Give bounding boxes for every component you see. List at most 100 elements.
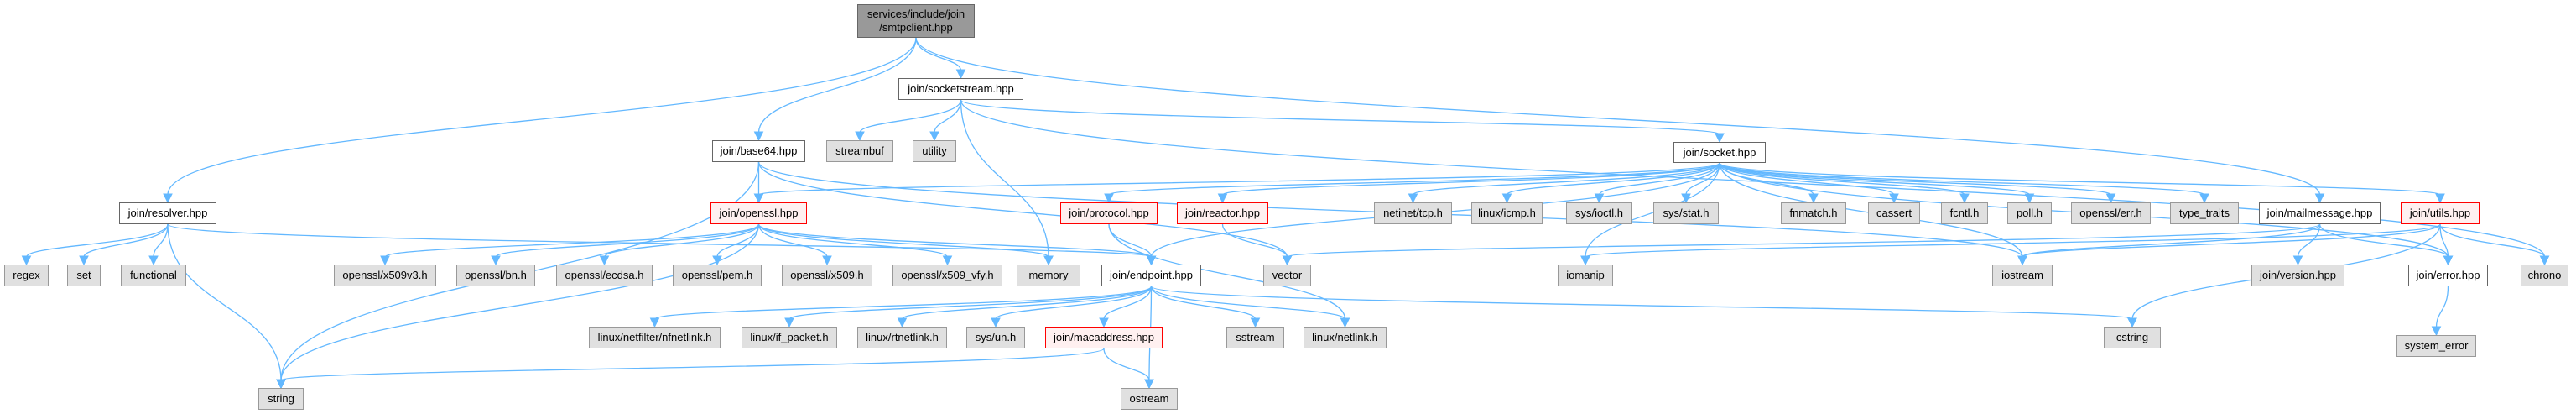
node-functional: functional bbox=[121, 265, 186, 286]
node-smtpclient-hpp[interactable]: services/include/join /smtpclient.hpp bbox=[857, 4, 975, 38]
node-sys-un-h: sys/un.h bbox=[966, 327, 1025, 348]
node-cassert: cassert bbox=[1868, 202, 1920, 224]
node-fnmatch-h: fnmatch.h bbox=[1781, 202, 1846, 224]
node-socketstream-hpp[interactable]: join/socketstream.hpp bbox=[898, 78, 1023, 100]
arrowhead-socket-to-sslerr bbox=[2105, 193, 2116, 204]
arrowhead-endpoint-to-rtnetlink bbox=[897, 317, 908, 328]
node-linux-netfilter-nfnetlink-h: linux/netfilter/nfnetlink.h bbox=[589, 327, 721, 348]
node-iostream: iostream bbox=[1992, 265, 2053, 286]
arrowhead-utils-to-chrono bbox=[2539, 255, 2550, 266]
edge-smtpclient-to-mailmessage bbox=[915, 37, 2321, 196]
arrowhead-socket-to-fnmatch bbox=[1808, 193, 1819, 204]
arrowhead-socket-to-reactor bbox=[1217, 193, 1228, 204]
edge-endpoint-to-nfnetlink bbox=[653, 286, 1153, 320]
node-string: string bbox=[258, 388, 304, 410]
node-macaddress-hpp[interactable]: join/macaddress.hpp bbox=[1045, 327, 1163, 348]
node-mailmessage-hpp[interactable]: join/mailmessage.hpp bbox=[2259, 202, 2381, 224]
edge-mailmessage-to-iostream bbox=[2022, 223, 2321, 258]
edge-resolver-to-set bbox=[83, 223, 169, 258]
arrowhead-error-to-system_error bbox=[2431, 326, 2442, 337]
node-memory: memory bbox=[1017, 265, 1080, 286]
arrowhead-socket-to-tcp bbox=[1408, 193, 1418, 204]
edge-utils-to-error bbox=[2439, 223, 2449, 258]
edge-openssl-to-string bbox=[280, 223, 760, 381]
arrowhead-macaddress-to-string bbox=[276, 379, 286, 390]
arrowhead-utils-to-cstring bbox=[2127, 317, 2137, 328]
edge-utils-to-chrono bbox=[2439, 223, 2546, 258]
edge-endpoint-to-sys_un bbox=[995, 286, 1153, 320]
edge-mailmessage-to-vector bbox=[1286, 223, 2321, 258]
node-openssl-x509-vfy-h: openssl/x509_vfy.h bbox=[892, 265, 1002, 286]
edge-socketstream-to-memory bbox=[960, 99, 1049, 258]
node-socket-hpp[interactable]: join/socket.hpp bbox=[1673, 142, 1766, 163]
node-regex: regex bbox=[4, 265, 49, 286]
node-linux-rtnetlink-h: linux/rtnetlink.h bbox=[857, 327, 947, 348]
arrowhead-utils-to-error bbox=[2443, 255, 2454, 266]
arrowhead-macaddress-to-ostream bbox=[1144, 379, 1154, 390]
node-vector: vector bbox=[1263, 265, 1311, 286]
node-resolver-hpp[interactable]: join/resolver.hpp bbox=[119, 202, 216, 224]
arrowhead-openssl-to-memory bbox=[1043, 255, 1054, 266]
edge-smtpclient-to-socketstream bbox=[915, 37, 962, 71]
edge-socket-to-poll bbox=[1719, 162, 2031, 196]
node-base64-hpp[interactable]: join/base64.hpp bbox=[712, 140, 805, 162]
edge-endpoint-to-if_packet bbox=[788, 286, 1153, 320]
node-openssl-hpp[interactable]: join/openssl.hpp bbox=[710, 202, 807, 224]
edge-socket-to-type_traits bbox=[1719, 162, 2205, 196]
edge-openssl-to-endpoint bbox=[757, 223, 1153, 258]
node-openssl-x509-h: openssl/x509.h bbox=[782, 265, 872, 286]
arrowhead-socket-to-poll bbox=[2024, 193, 2035, 204]
edge-socket-to-openssl bbox=[757, 162, 1720, 196]
node-endpoint-hpp[interactable]: join/endpoint.hpp bbox=[1101, 265, 1201, 286]
node-protocol-hpp[interactable]: join/protocol.hpp bbox=[1060, 202, 1158, 224]
arrowhead-resolver-to-regex bbox=[21, 255, 32, 266]
node-type-traits: type_traits bbox=[2170, 202, 2239, 224]
node-openssl-bn-h: openssl/bn.h bbox=[456, 265, 535, 286]
edge-reactor-to-vector bbox=[1221, 223, 1288, 258]
edge-openssl-to-memory bbox=[757, 223, 1049, 258]
node-cstring: cstring bbox=[2104, 327, 2161, 348]
edge-openssl-to-x509 bbox=[757, 223, 828, 258]
node-openssl-pem-h: openssl/pem.h bbox=[673, 265, 762, 286]
node-error-hpp[interactable]: join/error.hpp bbox=[2408, 265, 2488, 286]
edge-socketstream-to-streambuf bbox=[859, 99, 962, 134]
node-iomanip: iomanip bbox=[1558, 265, 1613, 286]
edge-resolver-to-string bbox=[167, 223, 282, 381]
arrowhead-smtpclient-to-base64 bbox=[753, 131, 764, 142]
node-system-error: system_error bbox=[2396, 335, 2476, 357]
edge-socket-to-protocol bbox=[1108, 162, 1720, 196]
node-linux-icmp-h: linux/icmp.h bbox=[1471, 202, 1543, 224]
edge-resolver-to-regex bbox=[25, 223, 169, 258]
node-reactor-hpp[interactable]: join/reactor.hpp bbox=[1177, 202, 1268, 224]
arrowhead-socket-to-utils bbox=[2435, 193, 2445, 204]
node-set: set bbox=[67, 265, 101, 286]
edge-openssl-to-bn bbox=[495, 223, 760, 258]
arrowhead-socket-to-openssl bbox=[753, 193, 764, 204]
edge-smtpclient-to-resolver bbox=[167, 37, 917, 196]
edge-socket-to-iomanip bbox=[1585, 162, 1720, 258]
node-sys-stat-h: sys/stat.h bbox=[1653, 202, 1719, 224]
node-streambuf: streambuf bbox=[826, 140, 893, 162]
arrowhead-resolver-to-functional bbox=[148, 255, 159, 266]
edge-endpoint-to-netlink bbox=[1150, 286, 1346, 320]
arrowhead-endpoint-to-nfnetlink bbox=[649, 317, 660, 328]
node-sstream: sstream bbox=[1226, 327, 1284, 348]
edge-socket-to-cassert bbox=[1719, 162, 1895, 196]
arrowhead-socket-to-type_traits bbox=[2199, 193, 2209, 204]
edge-utils-to-iostream bbox=[2022, 223, 2441, 258]
arrowhead-mailmessage-to-vector bbox=[1282, 255, 1293, 266]
arrowhead-smtpclient-to-resolver bbox=[163, 193, 173, 204]
edge-socketstream-to-chrono bbox=[960, 99, 2546, 258]
node-utils-hpp[interactable]: join/utils.hpp bbox=[2401, 202, 2480, 224]
edge-utils-to-iomanip bbox=[1585, 223, 2441, 258]
arrowhead-endpoint-to-if_packet bbox=[784, 317, 794, 328]
node-poll-h: poll.h bbox=[2007, 202, 2052, 224]
arrowhead-socket-to-ioctl bbox=[1594, 193, 1605, 204]
arrowhead-openssl-to-x509 bbox=[822, 255, 832, 266]
edge-socket-to-icmp bbox=[1506, 162, 1720, 196]
arrowhead-socketstream-to-utility bbox=[929, 131, 939, 142]
arrowhead-endpoint-to-sys_un bbox=[991, 317, 1001, 328]
edge-socket-to-tcp bbox=[1412, 162, 1720, 196]
edge-mailmessage-to-version bbox=[2297, 223, 2321, 258]
